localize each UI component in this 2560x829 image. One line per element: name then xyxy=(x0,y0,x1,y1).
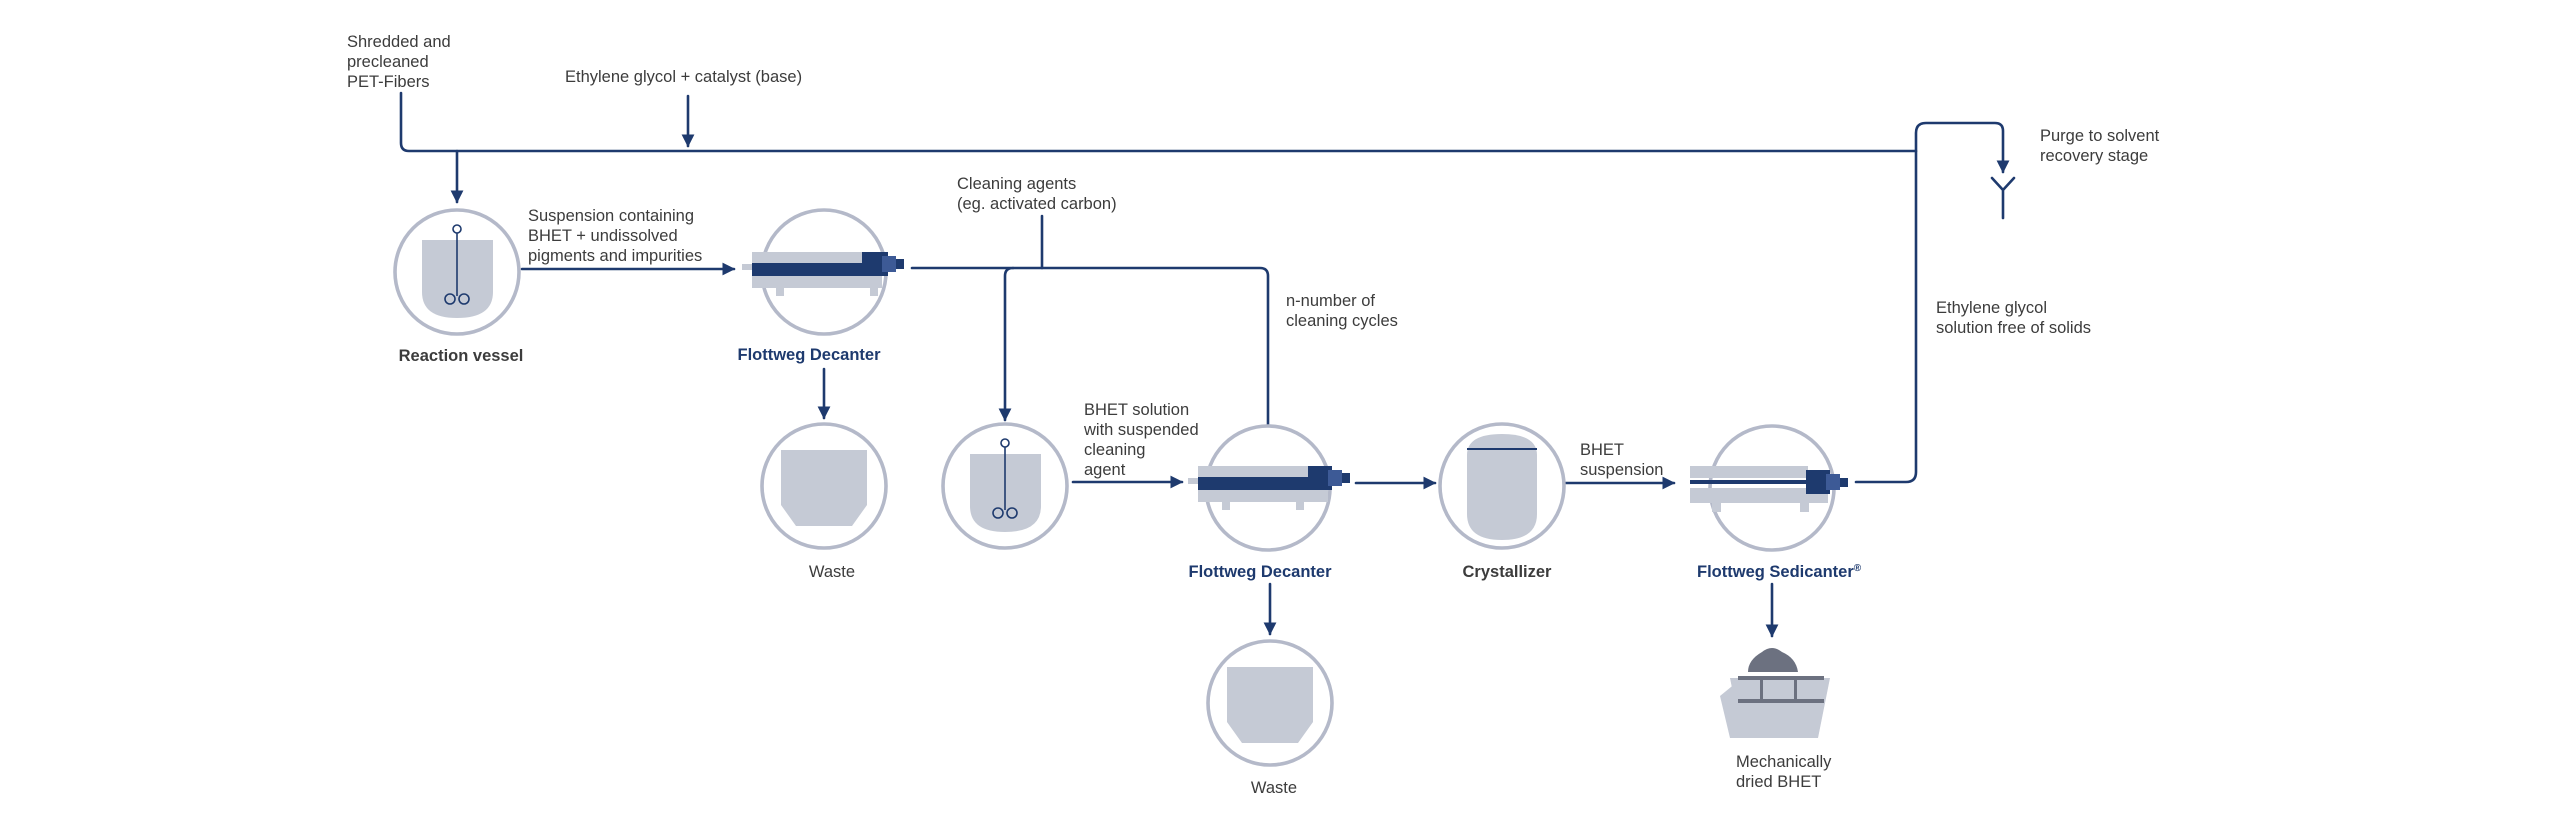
reaction-vessel xyxy=(393,208,521,336)
reaction-vessel-label: Reaction vessel xyxy=(399,347,524,365)
suspension-label: Suspension containing BHET + undissolved… xyxy=(528,207,702,265)
flow-lines xyxy=(399,91,2016,638)
cleaning-vessel xyxy=(941,422,1069,550)
decanter-1-outlet xyxy=(910,266,1015,422)
ethylene-glycol-return xyxy=(1854,121,2010,484)
dried-bhet-label: Mechanically dried BHET xyxy=(1736,753,1836,791)
waste-2-label: Waste xyxy=(1251,779,1297,797)
decanter-centrifuge-icon xyxy=(742,252,904,296)
waste-hopper-icon xyxy=(1227,667,1313,743)
waste-1 xyxy=(760,422,888,550)
main-feed-line xyxy=(399,91,1918,153)
ethylene-glycol-catalyst-label: Ethylene glycol + catalyst (base) xyxy=(565,68,802,86)
decanter-1-label: Flottweg Decanter xyxy=(737,346,881,364)
decanter-1 xyxy=(742,208,904,336)
crystallizer-label: Crystallizer xyxy=(1463,563,1553,581)
sedicanter xyxy=(1690,424,1848,552)
sedicanter-label: Flottweg Sedicanter® xyxy=(1697,563,1862,581)
cleaning-cycles-label: n-number of cleaning cycles xyxy=(1286,292,1398,330)
bhet-suspension-label: BHET suspension xyxy=(1580,441,1663,479)
decanter-centrifuge-icon xyxy=(1188,466,1350,510)
bhet-solution-label: BHET solution with suspended cleaning ag… xyxy=(1083,401,1203,479)
waste-hopper-icon xyxy=(781,450,867,526)
crystallizer-icon xyxy=(1467,434,1537,540)
dried-bhet-skip xyxy=(1720,648,1830,738)
crystallizer xyxy=(1438,422,1566,550)
labels: Shredded and precleaned PET-Fibers Ethyl… xyxy=(347,33,2164,797)
stirred-tank-icon xyxy=(970,438,1041,532)
purge-outlet-icon xyxy=(1990,176,2016,220)
sedicanter-centrifuge-icon xyxy=(1690,466,1848,512)
decanter-2-label: Flottweg Decanter xyxy=(1188,563,1332,581)
ethylene-glycol-solution-label: Ethylene glycol solution free of solids xyxy=(1936,299,2091,337)
decanter-2 xyxy=(1188,424,1350,552)
cleaning-agents-label: Cleaning agents (eg. activated carbon) xyxy=(957,175,1117,213)
waste-2 xyxy=(1206,639,1334,767)
pet-fibers-label: Shredded and precleaned PET-Fibers xyxy=(347,33,455,91)
purge-label: Purge to solvent recovery stage xyxy=(2040,127,2164,165)
waste-1-label: Waste xyxy=(809,563,855,581)
skip-container-icon xyxy=(1720,648,1830,738)
cleaning-cycle-recycle xyxy=(1011,266,1270,428)
stirred-tank-icon xyxy=(422,224,493,318)
